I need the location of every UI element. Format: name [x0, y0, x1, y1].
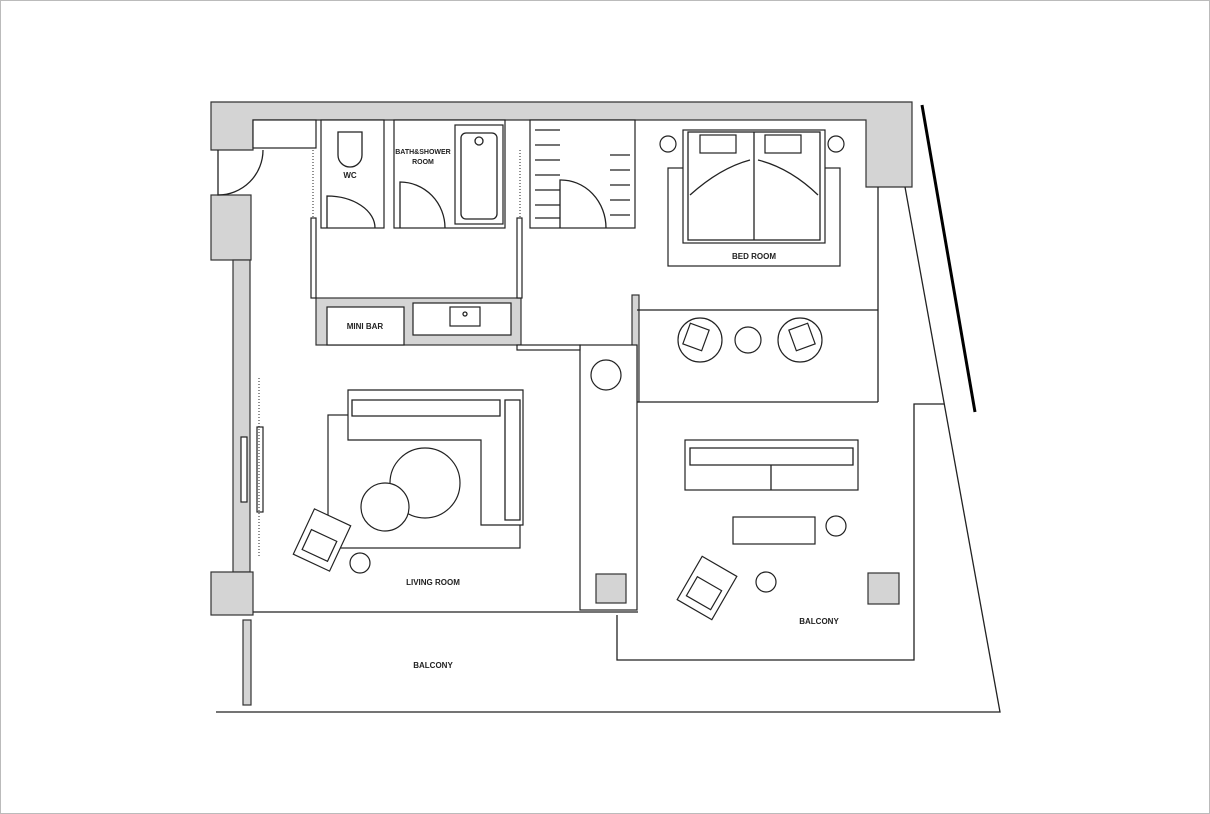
label-living-room: LIVING ROOM — [406, 578, 460, 587]
side-table-icon — [734, 326, 762, 354]
wet-areas — [252, 119, 636, 299]
label-mini-bar: MINI BAR — [347, 322, 384, 331]
armchair-icon — [292, 508, 352, 572]
bathtub-icon — [454, 124, 504, 225]
label-bath: BATH&SHOWER — [395, 149, 450, 156]
label-bedroom: BED ROOM — [732, 252, 776, 261]
toilet-icon — [337, 131, 363, 168]
coffee-table-icon — [360, 482, 410, 532]
sofa-icon — [347, 389, 524, 526]
nightstand-icon — [659, 135, 677, 153]
wc-room — [320, 119, 385, 229]
label-bath-room: ROOM — [412, 159, 434, 166]
closet — [529, 119, 636, 229]
mini-bar-counter — [326, 306, 405, 346]
walls — [210, 101, 913, 706]
label-balcony-right: BALCONY — [799, 617, 839, 626]
label-wc: WC — [343, 171, 357, 180]
bedroom — [637, 129, 879, 403]
balcony — [216, 104, 1001, 713]
hanger-icon — [535, 129, 560, 219]
label-balcony-bottom: BALCONY — [413, 661, 453, 670]
door-swing-icon — [559, 179, 607, 229]
armchair-icon — [676, 555, 738, 621]
nightstand-icon — [827, 135, 845, 153]
door-swing-icon — [326, 195, 376, 229]
entry-door-icon — [217, 149, 264, 196]
balcony-table-icon — [732, 516, 816, 545]
living-room — [240, 344, 638, 613]
